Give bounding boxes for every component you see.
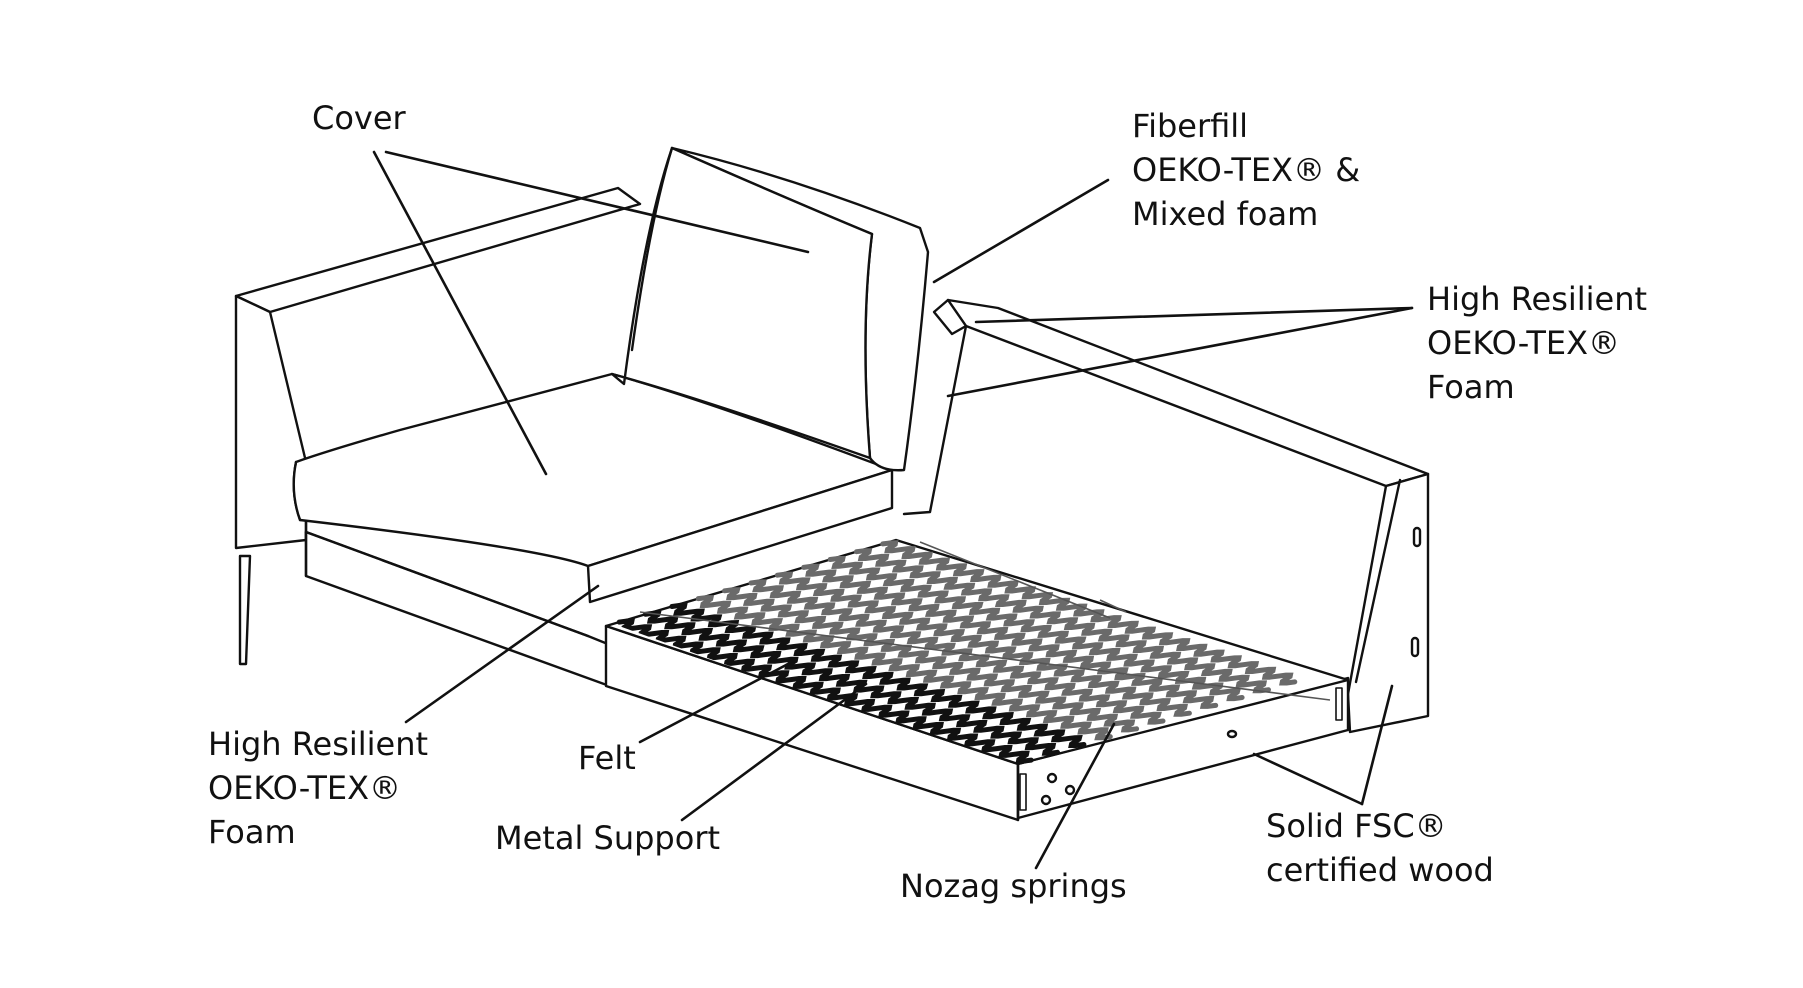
label-hr-foam-left: High Resilient OEKO-TEX® Foam	[208, 722, 428, 854]
spring-row	[827, 556, 1245, 702]
metal-support-bar	[1099, 599, 1127, 613]
label-felt-text: Felt	[578, 739, 636, 777]
leader-hr-right-top	[974, 306, 1414, 324]
leader-hr-right-bottom	[946, 306, 1414, 398]
label-fiberfill: Fiberfill OEKO-TEX® & Mixed foam	[1132, 104, 1360, 236]
label-cover: Cover	[312, 96, 406, 140]
leader-hr-left	[404, 584, 600, 724]
metal-support	[639, 541, 1331, 701]
leader-lines	[372, 150, 1414, 870]
metal-support-bar	[919, 541, 1111, 619]
label-solid-wood: Solid FSC® certified wood	[1266, 804, 1494, 892]
label-metal-support-text: Metal Support	[495, 819, 721, 857]
back-cushion	[610, 146, 930, 472]
left-leg	[238, 554, 252, 666]
label-fiberfill-line2: OEKO-TEX® &	[1132, 151, 1361, 189]
spring-row	[722, 587, 1140, 733]
leader-wood-left	[1252, 752, 1364, 806]
label-solid-wood-line2: certified wood	[1266, 851, 1494, 889]
label-hr-foam-right: High Resilient OEKO-TEX® Foam	[1427, 277, 1647, 409]
label-felt: Felt	[578, 736, 636, 780]
label-hr-foam-left-line1: High Resilient	[208, 725, 429, 763]
nozag-springs	[616, 540, 1298, 764]
spring-row	[801, 563, 1219, 709]
label-solid-wood-line1: Solid FSC®	[1266, 807, 1447, 845]
leader-felt	[638, 662, 790, 744]
spring-row	[774, 571, 1192, 717]
label-hr-foam-left-line2: OEKO-TEX®	[208, 769, 402, 807]
spring-row	[880, 540, 1298, 686]
label-hr-foam-right-line2: OEKO-TEX®	[1427, 324, 1621, 362]
spring-row	[695, 595, 1113, 741]
label-fiberfill-line1: Fiberfill	[1132, 107, 1249, 145]
metal-support-bar	[639, 611, 1331, 701]
leader-cover-seat	[372, 150, 548, 476]
spring-row	[616, 618, 1034, 764]
spring-row	[643, 610, 1060, 756]
label-fiberfill-line3: Mixed foam	[1132, 195, 1319, 233]
leader-wood-right	[1360, 684, 1394, 806]
spring-row	[854, 548, 1271, 694]
label-hr-foam-right-line3: Foam	[1427, 368, 1515, 406]
spring-row	[669, 602, 1087, 748]
right-armrest	[902, 298, 1430, 734]
label-nozag-springs-text: Nozag springs	[900, 867, 1127, 905]
leader-cover-back	[384, 150, 810, 254]
leader-fiberfill	[932, 178, 1110, 284]
label-hr-foam-left-line3: Foam	[208, 813, 296, 851]
label-metal-support: Metal Support	[495, 816, 720, 860]
leader-metal	[680, 682, 868, 822]
label-hr-foam-right-line1: High Resilient	[1427, 280, 1648, 318]
leader-nozag	[1034, 722, 1116, 870]
left-armrest	[234, 186, 642, 666]
label-nozag-springs: Nozag springs	[900, 864, 1127, 908]
label-cover-text: Cover	[312, 99, 406, 137]
